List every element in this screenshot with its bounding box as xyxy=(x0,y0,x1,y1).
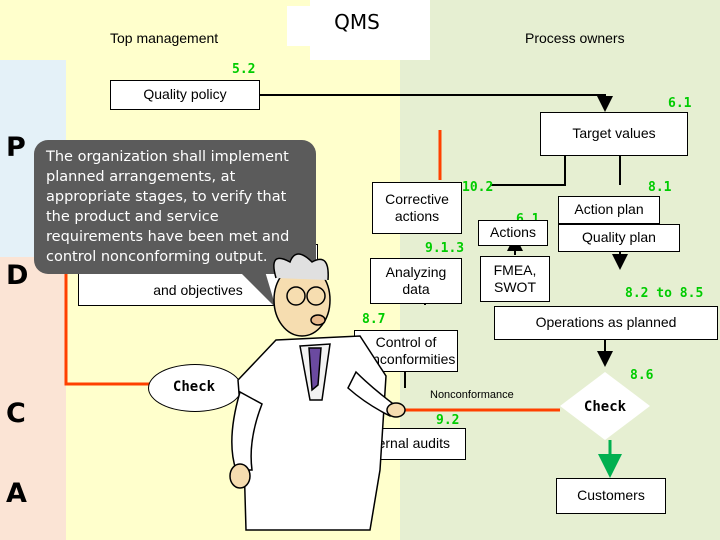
clause-9-2: 9.2 xyxy=(436,413,460,428)
pdca-plan: P xyxy=(6,132,26,163)
internal-audits-box: Internal audits xyxy=(346,428,466,460)
quality-policy-box: Quality policy xyxy=(110,80,260,110)
corrective-actions-box: Corrective actions xyxy=(372,182,462,234)
top-management-label: Top management xyxy=(110,30,219,46)
top-management-band xyxy=(0,0,310,60)
slide-title: QMS xyxy=(334,10,380,34)
pdca-act: A xyxy=(6,478,27,509)
left-pink-band xyxy=(0,257,66,540)
check-left-label: Check xyxy=(172,379,216,395)
clause-5-2: 5.2 xyxy=(232,62,256,77)
check-ellipse-left xyxy=(148,364,242,412)
analyzing-data-box: Analyzing data xyxy=(370,258,462,304)
actions-box: Actions xyxy=(478,220,548,246)
clause-8-2-to-8-5: 8.2 to 8.5 xyxy=(625,286,704,301)
customers-box: Customers xyxy=(556,478,666,514)
check-right-label: Check xyxy=(583,399,627,415)
clause-6-1-top: 6.1 xyxy=(668,96,692,111)
clause-8-7: 8.7 xyxy=(362,312,386,327)
target-values-box: Target values xyxy=(540,112,688,156)
process-owners-band xyxy=(430,0,720,60)
title-box xyxy=(287,6,427,46)
quality-plan-box: Quality plan xyxy=(558,224,680,252)
callout-bubble xyxy=(34,140,316,274)
nonconformance-label: Nonconformance xyxy=(430,389,514,401)
process-owners-label: Process owners xyxy=(525,30,625,46)
pdca-do: D xyxy=(6,260,29,291)
clause-8-6: 8.6 xyxy=(630,368,654,383)
clause-8-1: 8.1 xyxy=(648,180,672,195)
pdca-check: C xyxy=(6,398,26,429)
fmea-swot-box: FMEA, SWOT xyxy=(480,256,550,302)
action-plan-box: Action plan xyxy=(558,196,660,224)
callout-text: The organization shall implement planned… xyxy=(46,149,290,265)
operations-box: Operations as planned xyxy=(494,306,718,340)
clause-9-1-3: 9.1.3 xyxy=(425,241,465,256)
clause-10-2: 10.2 xyxy=(462,180,494,195)
